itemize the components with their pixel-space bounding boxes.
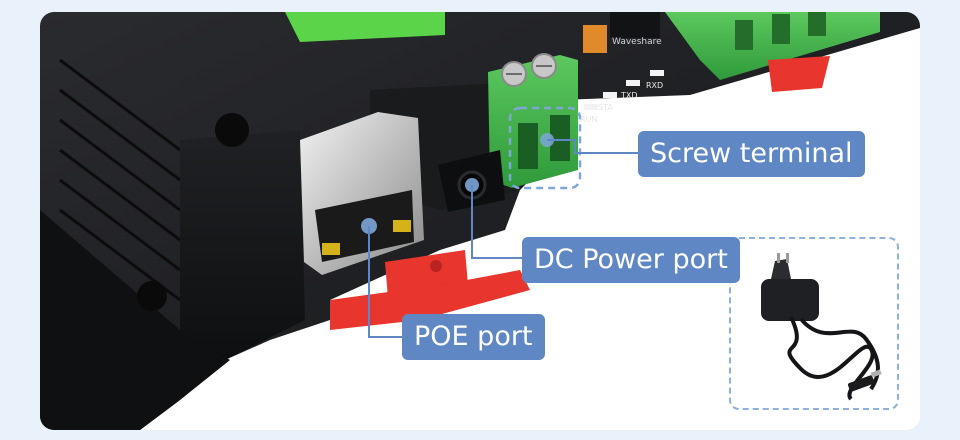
led-txd-label: TXD	[620, 91, 638, 100]
din-clip	[330, 270, 530, 330]
screw-terminal	[488, 53, 582, 190]
screw-terminal-highlight	[508, 106, 582, 190]
led-sta-label: STA	[598, 103, 613, 112]
rj45-port	[300, 112, 424, 275]
leader-lines	[368, 139, 638, 338]
din-clip	[768, 56, 830, 92]
power-adapter-inset	[729, 237, 899, 410]
mount-hole	[215, 113, 249, 147]
terminal-strip	[665, 12, 880, 80]
brand-text: Waveshare	[612, 37, 662, 47]
mount-hole	[137, 281, 167, 311]
dc-power-port-label: DC Power port	[522, 237, 740, 283]
pcb-component	[583, 25, 607, 53]
power-adapter-icon	[761, 253, 882, 401]
screw-terminal-label: Screw terminal	[638, 131, 865, 177]
led-run-label: RUN	[580, 115, 597, 124]
dc-jack	[438, 150, 505, 212]
led-rxd-label: RXD	[646, 81, 663, 90]
poe-port-label: POE port	[402, 314, 545, 360]
top-module	[285, 12, 445, 42]
